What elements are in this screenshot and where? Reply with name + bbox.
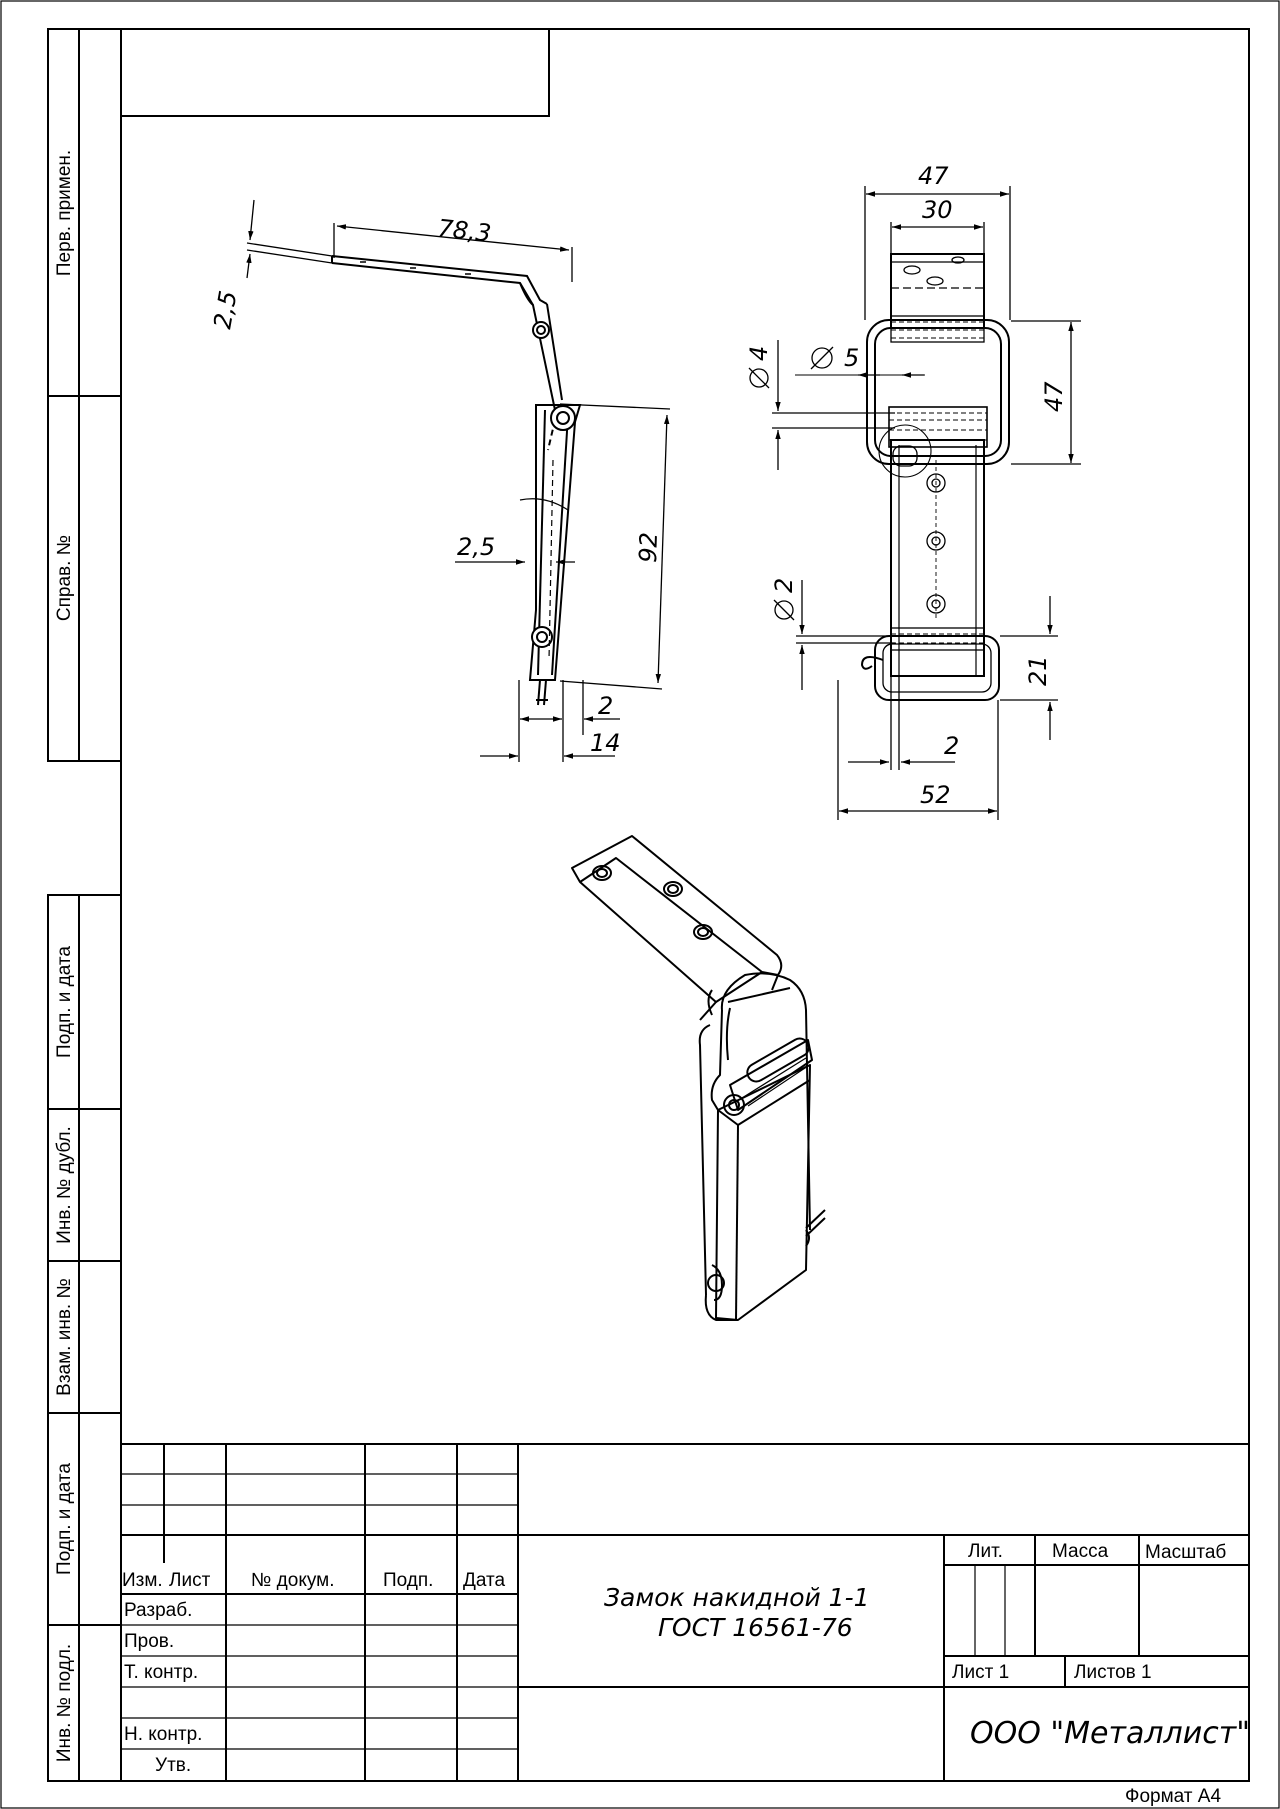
stamp-podp-data-2: Подп. и дата xyxy=(54,1463,75,1575)
dim-5-value: 5 xyxy=(844,344,859,372)
isometric-view xyxy=(571,835,826,1321)
dim-14: 14 xyxy=(590,729,621,757)
side-view xyxy=(331,255,582,706)
dim-52: 52 xyxy=(920,781,951,809)
stamp-vzam-inv-no: Взам. инв. № xyxy=(54,1278,75,1396)
stamp-podp-data-1: Подп. и дата xyxy=(54,946,75,1058)
top-stamp-box xyxy=(120,28,550,117)
row-prov: Пров. xyxy=(124,1631,174,1652)
title-block-lines xyxy=(121,1443,1249,1781)
header-lit: Лит. xyxy=(968,1541,1003,1562)
header-masshtab: Масштаб xyxy=(1145,1542,1226,1563)
dim-47-right: 47 xyxy=(1040,381,1068,412)
row-utv: Утв. xyxy=(155,1755,191,1776)
header-massa: Масса xyxy=(1052,1541,1109,1562)
row-razrab: Разраб. xyxy=(124,1600,192,1621)
side-view-dim-text: 78,3 2,5 2,5 92 2 14 xyxy=(208,214,663,757)
col-podp: Подп. xyxy=(383,1570,433,1591)
col-list: Лист xyxy=(169,1570,211,1591)
front-view-dimensions xyxy=(772,186,1081,820)
side-view-dimensions xyxy=(246,199,671,762)
row-n-kontr: Н. контр. xyxy=(124,1724,202,1745)
dim-diam-5: 5 xyxy=(810,344,859,372)
dim-diam-4: 4 xyxy=(745,346,773,389)
stamp-inv-no-dubl: Инв. № дубл. xyxy=(54,1126,75,1244)
format-label: Формат А4 xyxy=(1125,1786,1221,1807)
dim-diam-2: 2 xyxy=(770,578,798,621)
front-view xyxy=(860,253,1010,701)
stamp-perv-primen: Перв. примен. xyxy=(54,150,75,276)
sheet-number: Лист 1 xyxy=(952,1662,1009,1683)
col-no-dokum: № докум. xyxy=(251,1570,334,1591)
dim-47-top: 47 xyxy=(918,162,949,190)
left-stamp xyxy=(47,28,122,1782)
dim-78-3: 78,3 xyxy=(436,214,492,247)
dim-21: 21 xyxy=(1024,655,1052,686)
dim-2-front: 2 xyxy=(944,732,959,760)
stamp-sprav-no: Справ. № xyxy=(54,535,75,621)
designation-line1: Замок накидной 1-1 xyxy=(604,1583,870,1612)
drawing-frame xyxy=(120,28,1250,1782)
designation-line2: ГОСТ 16561-76 xyxy=(658,1613,853,1642)
dim-2-5-mid: 2,5 xyxy=(457,533,495,561)
organization-name: ООО "Металлист" xyxy=(970,1716,1250,1751)
title-block-text: Изм. Лист № докум. Подп. Дата Разраб. Пр… xyxy=(122,1541,1250,1807)
row-t-kontr: Т. контр. xyxy=(124,1662,198,1683)
dim-4-value: 4 xyxy=(745,346,773,361)
sheets-total: Листов 1 xyxy=(1074,1662,1152,1683)
col-izm: Изм. xyxy=(122,1570,163,1591)
stamp-inv-no-podl: Инв. № подл. xyxy=(54,1644,75,1762)
col-data: Дата xyxy=(463,1570,506,1591)
left-stamp-labels: Перв. примен. Справ. № Подп. и дата Инв.… xyxy=(54,150,75,1762)
front-view-dim-text: 47 30 4 5 47 2 21 2 52 xyxy=(745,162,1068,809)
dim-2-value: 2 xyxy=(770,578,798,593)
dim-30: 30 xyxy=(922,196,953,224)
dim-2-5-top: 2,5 xyxy=(208,289,242,331)
dim-92: 92 xyxy=(634,532,663,564)
dim-2-side: 2 xyxy=(598,692,613,720)
